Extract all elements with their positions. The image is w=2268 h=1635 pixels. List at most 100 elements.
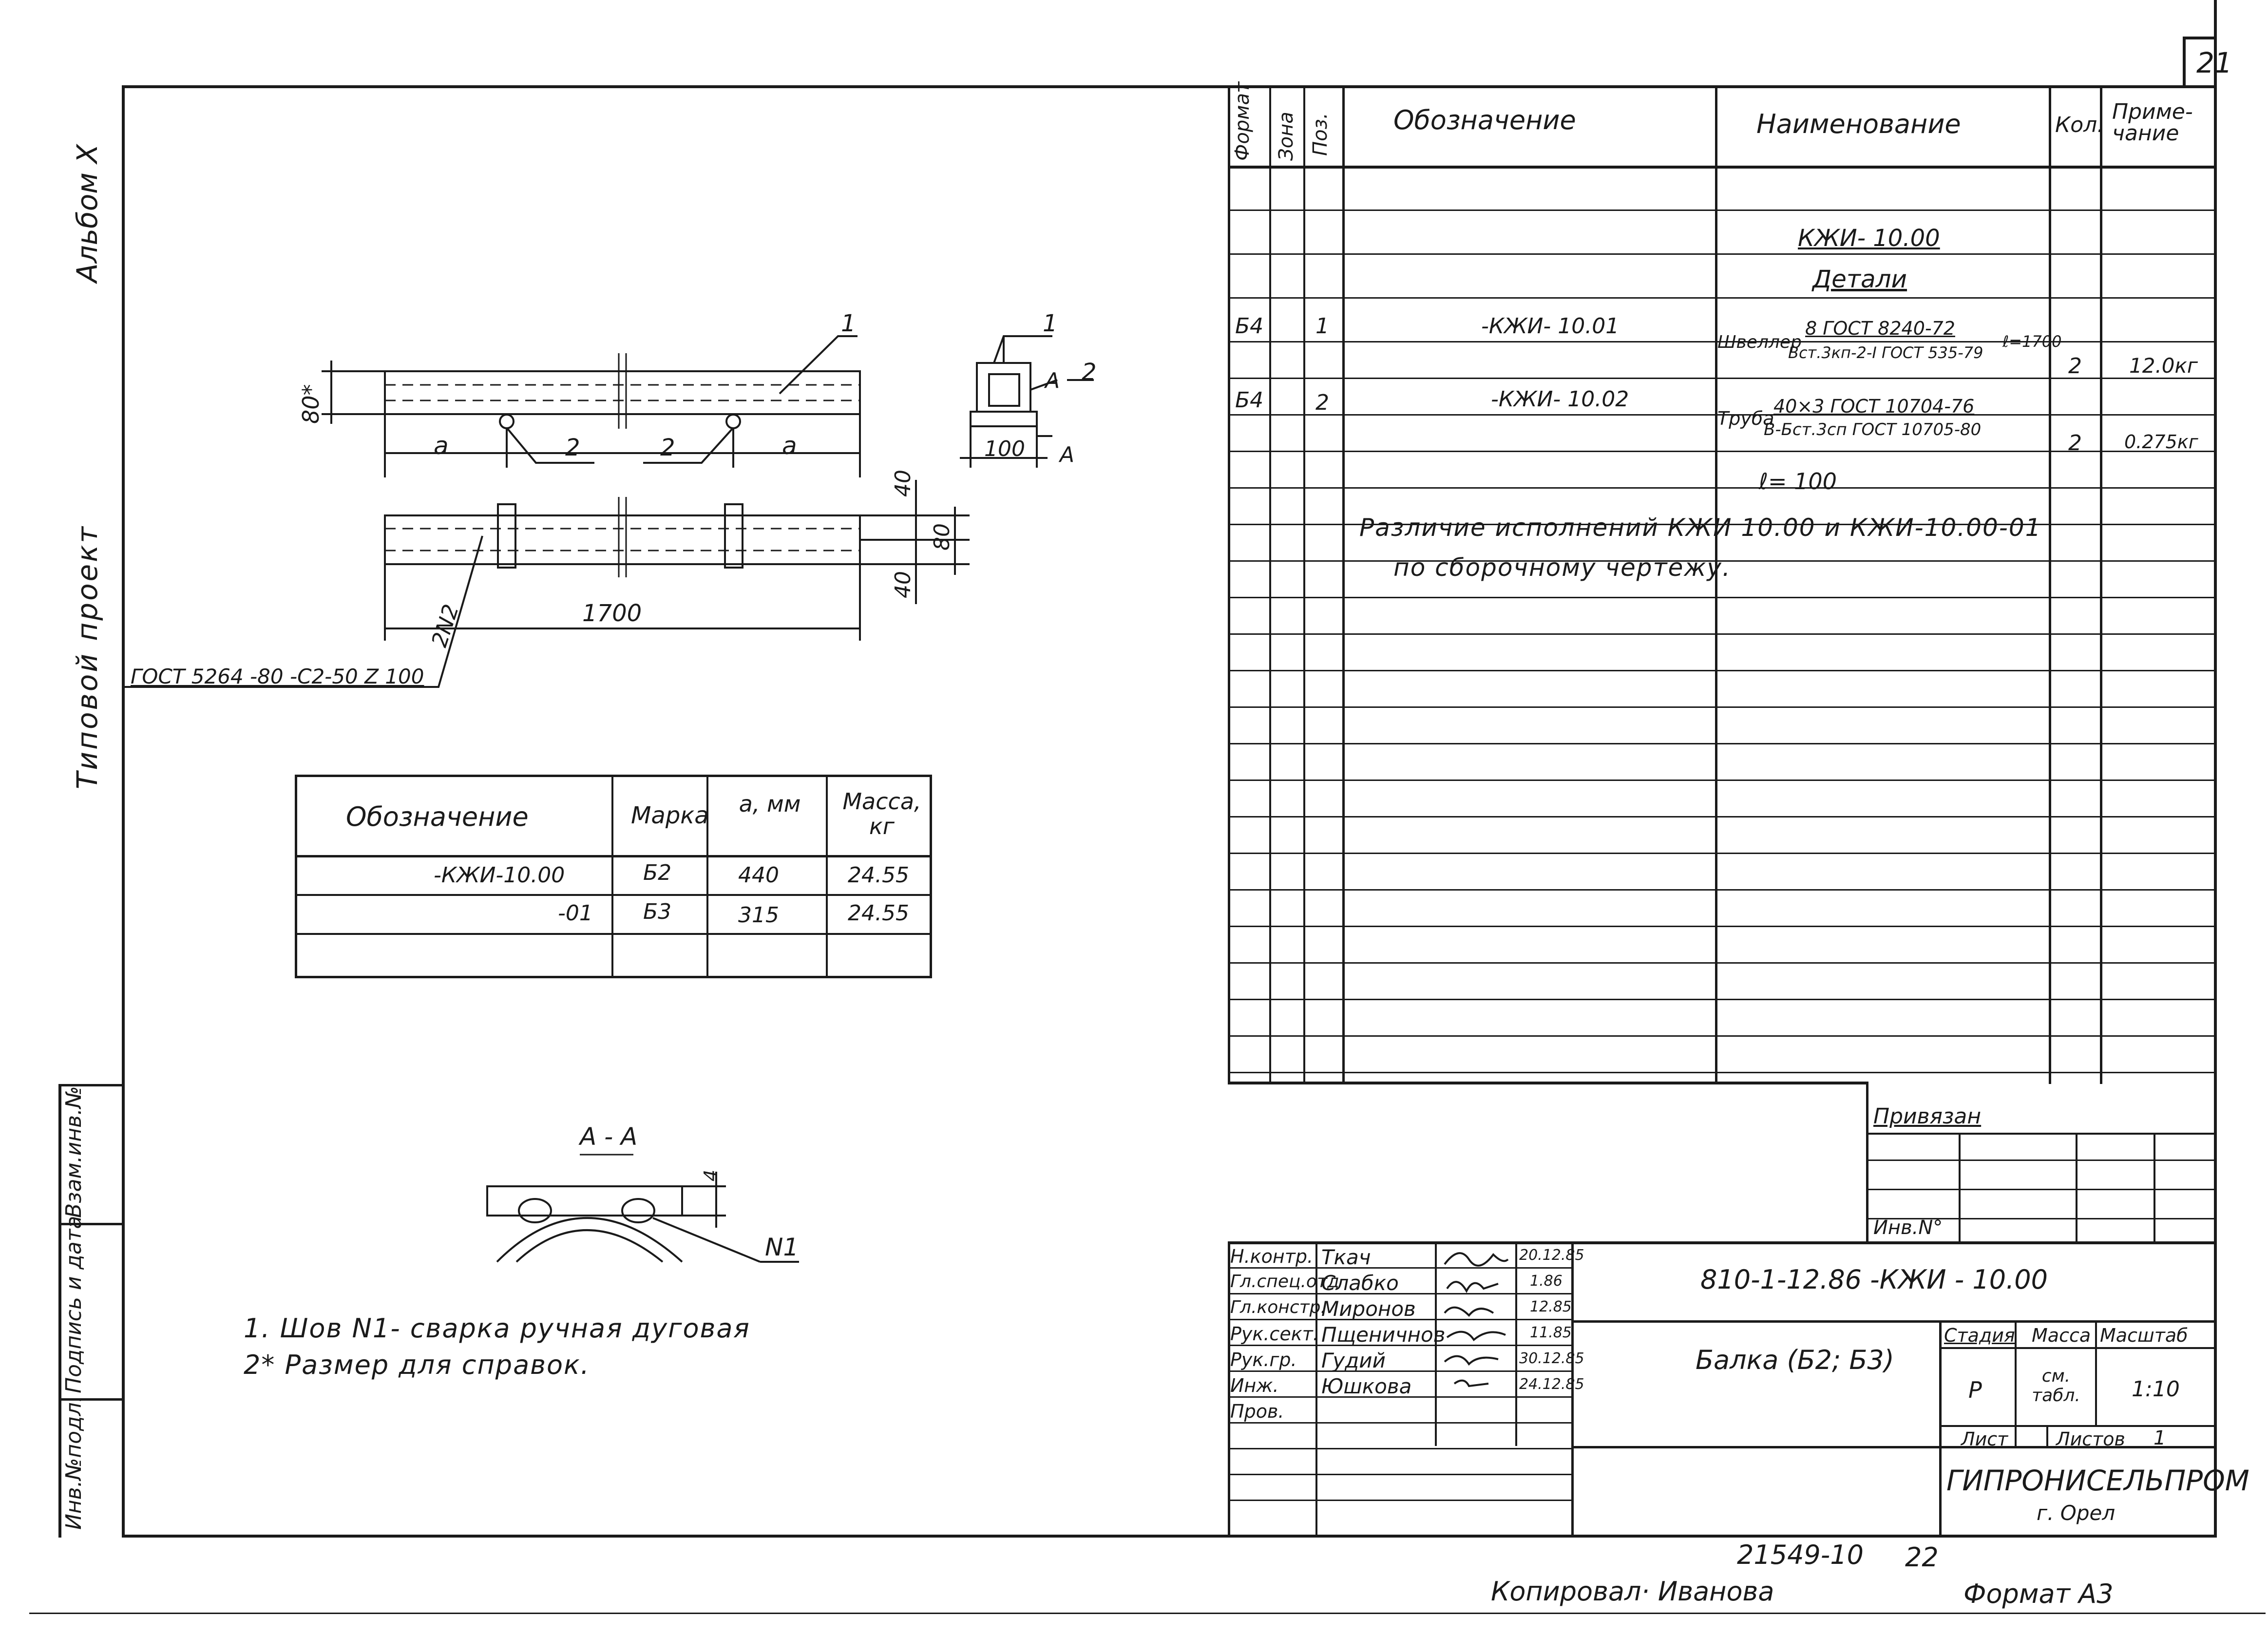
spec-row-line [1228, 414, 2217, 416]
variant-table: Обозначение Марка a, мм Масса, кг -КЖИ-1… [295, 775, 932, 978]
title-block-row-line [1228, 1422, 1571, 1424]
dim-a-right: a [782, 432, 797, 460]
row1-name-bottom: Вст.3кп-2-I ГОСТ 535-79 [1788, 343, 1983, 362]
tb-date-0: 20.12.85 [1519, 1247, 1584, 1264]
tb-code: 810-1-12.86 -КЖИ - 10.00 [1700, 1264, 2048, 1295]
part-2-left: 2 [565, 434, 580, 461]
spec-row-line [1228, 297, 2217, 299]
spec-remark-2: по сборочному чертежу. [1393, 553, 1731, 582]
tb-name-0: Ткач [1321, 1245, 1371, 1269]
row1-qty: 2 [2068, 354, 2082, 379]
dim-4: 4 [700, 1169, 722, 1181]
vt-row1-designation: -КЖИ-10.00 [434, 863, 565, 888]
weld-n1: N1 [765, 1233, 799, 1261]
row2-name-top: 40×3 ГОСТ 10704-76 [1773, 396, 1975, 417]
spec-row-line [1228, 451, 2217, 452]
vt-row1-mass: 24.55 [848, 863, 909, 888]
vt-row1-mark: Б2 [643, 860, 672, 885]
tb-scale: 1:10 [2132, 1377, 2180, 1402]
title-block-row-line [1228, 1345, 1571, 1346]
row2-name-prefix: Труба [1717, 408, 1774, 429]
row2-name-bottom: В-Бст.3сп ГОСТ 10705-80 [1764, 420, 1982, 439]
tb-role-2: Гл.констр. [1230, 1297, 1326, 1317]
spec-row-line [1228, 962, 2217, 964]
footer-copied: Копировал· Иванова [1491, 1576, 1774, 1607]
spec-row-line [1228, 378, 2217, 379]
row2-note: 0.275кг [2124, 431, 2198, 453]
vt-header-mark: Марка [631, 802, 709, 829]
row1-format: Б4 [1235, 314, 1264, 339]
sheet-number: 21 [2196, 46, 2232, 79]
spec-row-line [1228, 1072, 2217, 1073]
vt-row1-a: 440 [738, 863, 779, 888]
tb-org: ГИПРОНИСЕЛЬПРОМ [1946, 1464, 2249, 1497]
row1-name-top: 8 ГОСТ 8240-72 [1805, 318, 1955, 339]
dim-1700: 1700 [582, 600, 642, 627]
row1-pos: 1 [1315, 314, 1329, 339]
tb-scale-label: Масштаб [2100, 1325, 2188, 1346]
dim-80-label: 80* [298, 384, 324, 424]
tb-role-1: Гл.спец.отд [1230, 1272, 1339, 1292]
tb-city: г. Орел [2037, 1501, 2116, 1525]
spec-row-line [1228, 633, 2217, 635]
title-block-row-line [1228, 1293, 1571, 1294]
spec-row-line [1228, 487, 2217, 489]
end-section-mark-2: А [1060, 442, 1075, 467]
footer-format: Формат А3 [1963, 1578, 2114, 1609]
tb-name-1: Слабко [1321, 1271, 1399, 1295]
note-2: 2* Размер для справок. [244, 1350, 590, 1380]
vt-header-designation: Обозначение [346, 801, 529, 832]
spec-row-line [1228, 670, 2217, 671]
tb-sheets: 1 [2154, 1427, 2166, 1449]
tb-role-3: Рук.сект. [1230, 1323, 1319, 1345]
vt-row2-a: 315 [738, 903, 779, 928]
title-block-row-line [1228, 1267, 1571, 1269]
spec-row-line [1228, 743, 2217, 744]
title-block-row-line [1228, 1396, 1571, 1398]
privyazan-label: Привязан [1873, 1104, 1982, 1129]
dim-40-bottom: 40 [891, 571, 915, 598]
row1-name-prefix: Швеллер [1717, 332, 1802, 352]
vt-row2-mark: Б3 [643, 899, 672, 924]
title-block-row-line [1228, 1319, 1571, 1320]
tb-date-4: 30.12.85 [1519, 1350, 1584, 1367]
header-note: Приме-чание [2112, 99, 2193, 146]
end-part-1: 1 [1043, 310, 1058, 337]
spec-row-line [1228, 560, 2217, 562]
title-block-row-line [1228, 1474, 1571, 1475]
row2-pos: 2 [1315, 390, 1329, 415]
part-1-label: 1 [841, 310, 856, 337]
row2-format: Б4 [1235, 388, 1264, 413]
vt-row2-designation: -01 [558, 901, 593, 926]
part-2-right: 2 [660, 434, 675, 461]
tb-role-4: Рук.гр. [1230, 1349, 1297, 1370]
tb-date-1: 1.86 [1530, 1273, 1563, 1290]
dim-100: 100 [984, 437, 1025, 461]
row1-name-suffix: ℓ=1700 [2002, 332, 2062, 351]
row1-designation: -КЖИ- 10.01 [1481, 314, 1620, 339]
tb-sheet-label: Лист [1961, 1428, 2008, 1450]
spec-row-line [1228, 1035, 2217, 1037]
privyazan-inv: Инв.N° [1873, 1217, 1943, 1239]
header-qty: Кол. [2055, 113, 2104, 137]
tb-title: Балка (Б2; Б3) [1696, 1345, 1894, 1375]
title-block-row-line [1228, 1448, 1571, 1449]
spec-row-line [1228, 999, 2217, 1000]
note-1: 1. Шов N1- сварка ручная дуговая [244, 1313, 750, 1344]
tb-role-5: Инж. [1230, 1375, 1279, 1396]
spec-row-line [1228, 597, 2217, 598]
tb-date-2: 12.85 [1530, 1298, 1572, 1315]
gost-weld-label: ГОСТ 5264 -80 -С2-50 Z 100 [131, 665, 424, 688]
vt-header-a: a, мм [739, 791, 801, 817]
spec-row-line [1228, 341, 2217, 342]
spec-row-line [1228, 253, 2217, 255]
tb-role-0: Н.контр. [1230, 1246, 1314, 1267]
tb-name-2: Миронов [1321, 1297, 1416, 1321]
spec-remark-1: Различие исполнений КЖИ 10.00 и КЖИ-10.0… [1359, 513, 2042, 542]
tb-stage-label: Стадия [1944, 1325, 2015, 1346]
spec-row-line [1228, 524, 2217, 525]
spec-row-line [1228, 816, 2217, 818]
tb-name-4: Гудий [1321, 1349, 1386, 1372]
spec-subtitle: Детали [1812, 265, 1907, 293]
